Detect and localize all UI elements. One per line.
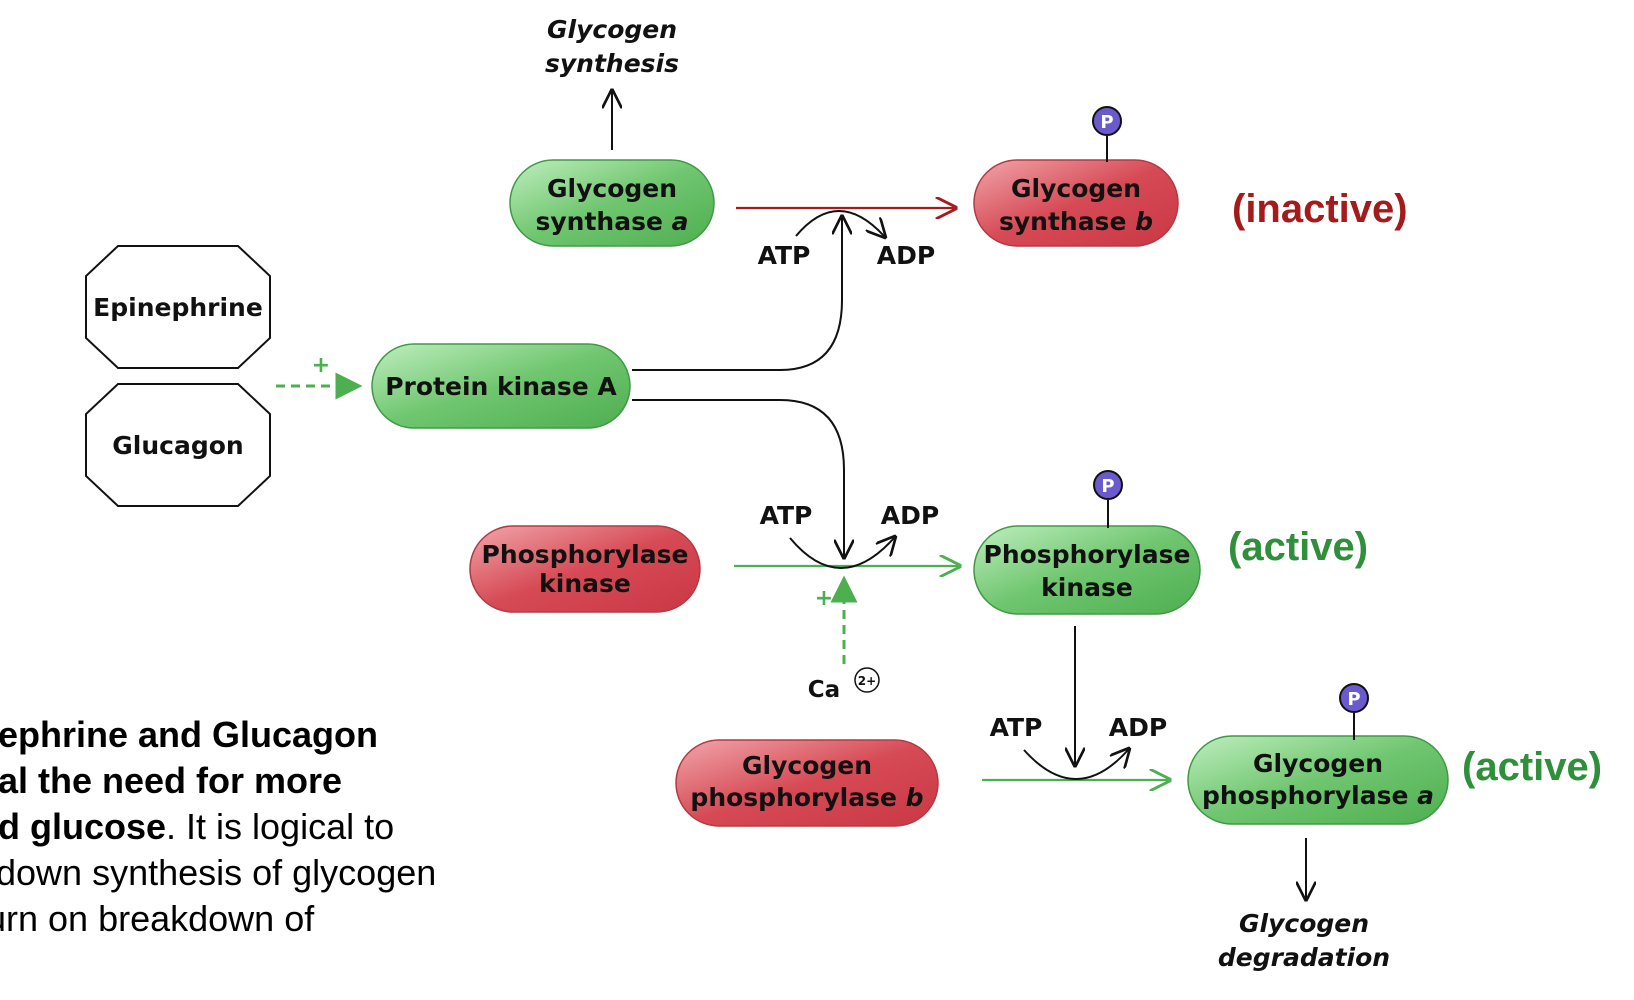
svg-text:2+: 2+ <box>858 674 876 688</box>
glycogen-phosphorylase-a-node: Glycogen phosphorylase a <box>1187 735 1449 825</box>
glycogen-synthase-b-line2: synthase b <box>999 207 1153 236</box>
status-active-glycogen-phosphorylase: (active) <box>1462 745 1602 789</box>
pk-atp-adp-curve <box>789 538 894 569</box>
glycogen-synthesis-line2: synthesis <box>545 49 679 78</box>
glucagon-label: Glucagon <box>112 431 243 460</box>
epinephrine-label: Epinephrine <box>93 293 263 322</box>
status-active-phosphorylase-kinase: (active) <box>1228 525 1368 569</box>
phosphate-icon: P <box>1339 683 1369 740</box>
gp-atp-adp-curve <box>1023 750 1128 780</box>
svg-text:Ca: Ca <box>808 677 840 703</box>
status-inactive: (inactive) <box>1232 187 1408 231</box>
glycogen-synthase-b-line1: Glycogen <box>1011 174 1141 203</box>
glycogen-phosphorylase-b-line2: phosphorylase b <box>690 783 923 812</box>
pka-to-phosphorylase-kinase-arrow <box>632 399 844 556</box>
protein-kinase-a-label: Protein kinase A <box>385 372 617 401</box>
glycogen-synthase-b-node: Glycogen synthase b <box>973 159 1179 247</box>
pk-adp-label: ADP <box>881 501 939 530</box>
phosphorylase-kinase-active-line1: Phosphorylase <box>984 540 1191 569</box>
glycogen-synthase-a-line2: synthase a <box>535 207 688 236</box>
caption-line: t down synthesis of glycogen <box>0 852 437 893</box>
phosphate-icon: P <box>1092 106 1122 162</box>
glycogen-synthase-a-node: Glycogen synthase a <box>509 159 715 247</box>
glycogen-phosphorylase-a-line2: phosphorylase a <box>1202 781 1434 810</box>
epinephrine-node: Epinephrine <box>85 245 271 369</box>
glycogen-phosphorylase-b-node: Glycogen phosphorylase b <box>675 739 939 827</box>
phosphorylase-kinase-inactive-line2: kinase <box>539 569 631 598</box>
synthase-adp-label: ADP <box>877 241 935 270</box>
glycogen-phosphorylase-a-line1: Glycogen <box>1253 749 1383 778</box>
glucagon-node: Glucagon <box>85 383 271 507</box>
synthase-atp-adp-curve <box>795 210 884 236</box>
pka-to-synthase-arrow <box>632 218 842 371</box>
glycogen-degradation-line1: Glycogen <box>1239 909 1369 938</box>
caption-line: nephrine and Glucagon <box>0 714 379 755</box>
gp-adp-label: ADP <box>1109 713 1167 742</box>
caption-line: nal the need for more <box>0 760 343 801</box>
gp-atp-label: ATP <box>990 713 1043 742</box>
svg-text:P: P <box>1100 112 1113 133</box>
calcium-plus-sign: + <box>815 586 833 611</box>
caption-line: od glucose. It is logical to <box>0 806 395 847</box>
phosphorylase-kinase-active-line2: kinase <box>1041 573 1133 602</box>
phosphorylase-kinase-active-node: Phosphorylase kinase <box>973 525 1201 615</box>
glycogen-phosphorylase-b-line1: Glycogen <box>742 751 872 780</box>
protein-kinase-a-node: Protein kinase A <box>371 343 631 429</box>
phosphorylase-kinase-inactive-node: Phosphorylase kinase <box>469 525 701 613</box>
phosphorylase-kinase-inactive-line1: Phosphorylase <box>482 540 689 569</box>
glycogen-degradation-line2: degradation <box>1218 943 1390 972</box>
synthase-atp-label: ATP <box>758 241 811 270</box>
pk-atp-label: ATP <box>760 501 813 530</box>
glycogen-synthesis-line1: Glycogen <box>547 15 677 44</box>
caption-text: nephrine and Glucagon nal the need for m… <box>0 712 616 942</box>
caption-line: turn on breakdown of <box>0 898 315 939</box>
svg-text:P: P <box>1347 689 1360 710</box>
calcium-ion: Ca 2+ <box>808 667 880 703</box>
glycogen-synthase-a-line1: Glycogen <box>547 174 677 203</box>
phosphate-icon: P <box>1093 470 1123 528</box>
svg-text:P: P <box>1101 476 1114 497</box>
hormone-plus-sign: + <box>312 353 330 378</box>
